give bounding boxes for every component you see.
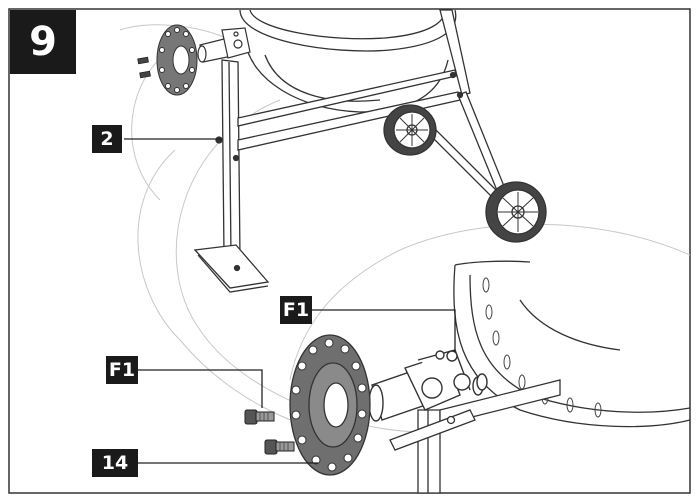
callout-fastener-left: F1 [106,356,138,384]
step-number-badge: 9 [10,10,76,74]
shaft-small-top [197,27,251,63]
zoom-arc-big [289,223,691,381]
diagram-border [8,8,691,494]
wheel-lower [485,181,547,243]
mixer-drum-top [239,9,457,113]
leader-fastener-top [312,309,456,352]
bolt-lower [264,439,295,455]
callout-flange-plate: 14 [92,449,138,477]
leader-fastener-left [138,369,263,408]
mixer-frame-zoom [389,379,561,494]
callout-frame-leg: 2 [92,125,122,153]
callout-fastener-top: F1 [280,296,312,324]
wheel-upper [383,104,437,156]
bolts-small-top [137,56,151,79]
shaft-zoom [368,349,488,422]
leader-lines [124,138,456,464]
flange-small-top [156,24,198,96]
bolt-upper [244,409,275,425]
flange-plate-zoom [289,334,371,476]
drum-rivets [482,277,602,418]
bolts-zoom [244,409,295,455]
